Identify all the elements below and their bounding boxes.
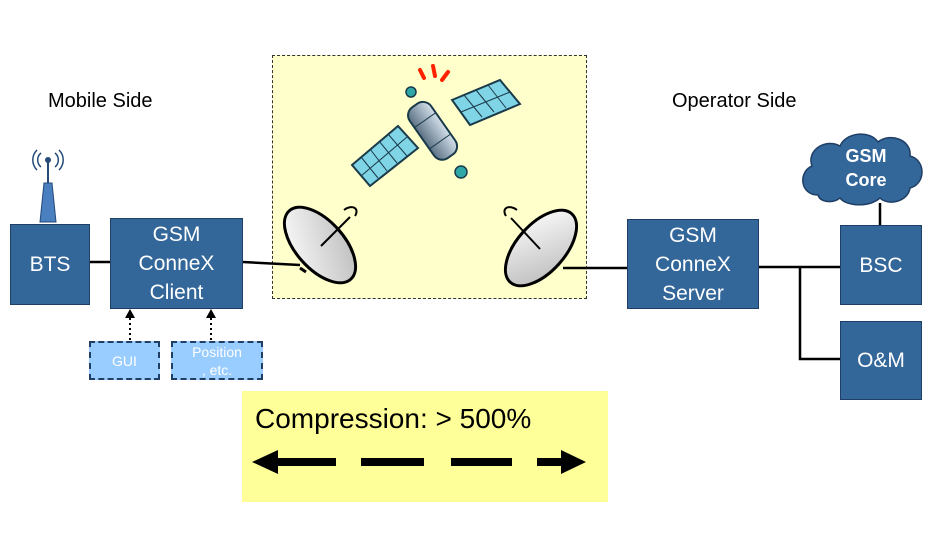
client-label: GSM ConneX Client bbox=[138, 223, 215, 304]
cloud-icon bbox=[802, 133, 923, 206]
arrow-icon bbox=[252, 450, 586, 474]
line-to-om bbox=[798, 267, 840, 361]
input-arrowheads bbox=[125, 309, 216, 318]
bts-label: BTS bbox=[29, 253, 71, 276]
dish-antenna-icon-right bbox=[503, 206, 579, 288]
connector-lines bbox=[90, 203, 882, 361]
mobile-side-label: Mobile Side bbox=[48, 90, 153, 112]
gui-node: GUI bbox=[89, 341, 160, 380]
client-node: GSM ConneX Client bbox=[110, 218, 243, 309]
bsc-node: BSC bbox=[840, 225, 922, 305]
gsm-core-node: GSM Core bbox=[818, 138, 914, 198]
server-node: GSM ConneX Server bbox=[627, 219, 759, 309]
bts-node: BTS bbox=[10, 224, 90, 305]
dish-antenna-icon-left bbox=[282, 205, 358, 285]
om-label: O&M bbox=[857, 349, 905, 372]
satellite-icon bbox=[350, 64, 522, 188]
gui-label: GUI bbox=[112, 352, 137, 369]
line-client-dish bbox=[242, 260, 301, 267]
gsm-core-label: GSM Core bbox=[845, 146, 887, 190]
position-label: Position , etc. bbox=[192, 343, 242, 378]
bsc-label: BSC bbox=[859, 253, 903, 277]
antenna-tower-icon bbox=[32, 149, 64, 223]
compression-panel bbox=[242, 391, 608, 502]
operator-side-label: Operator Side bbox=[672, 90, 797, 112]
server-label: GSM ConneX Server bbox=[655, 223, 731, 305]
compression-label: Compression: > 500% bbox=[255, 403, 532, 434]
om-node: O&M bbox=[840, 321, 922, 400]
input-arrows bbox=[129, 318, 212, 340]
position-node: Position , etc. bbox=[171, 341, 263, 380]
